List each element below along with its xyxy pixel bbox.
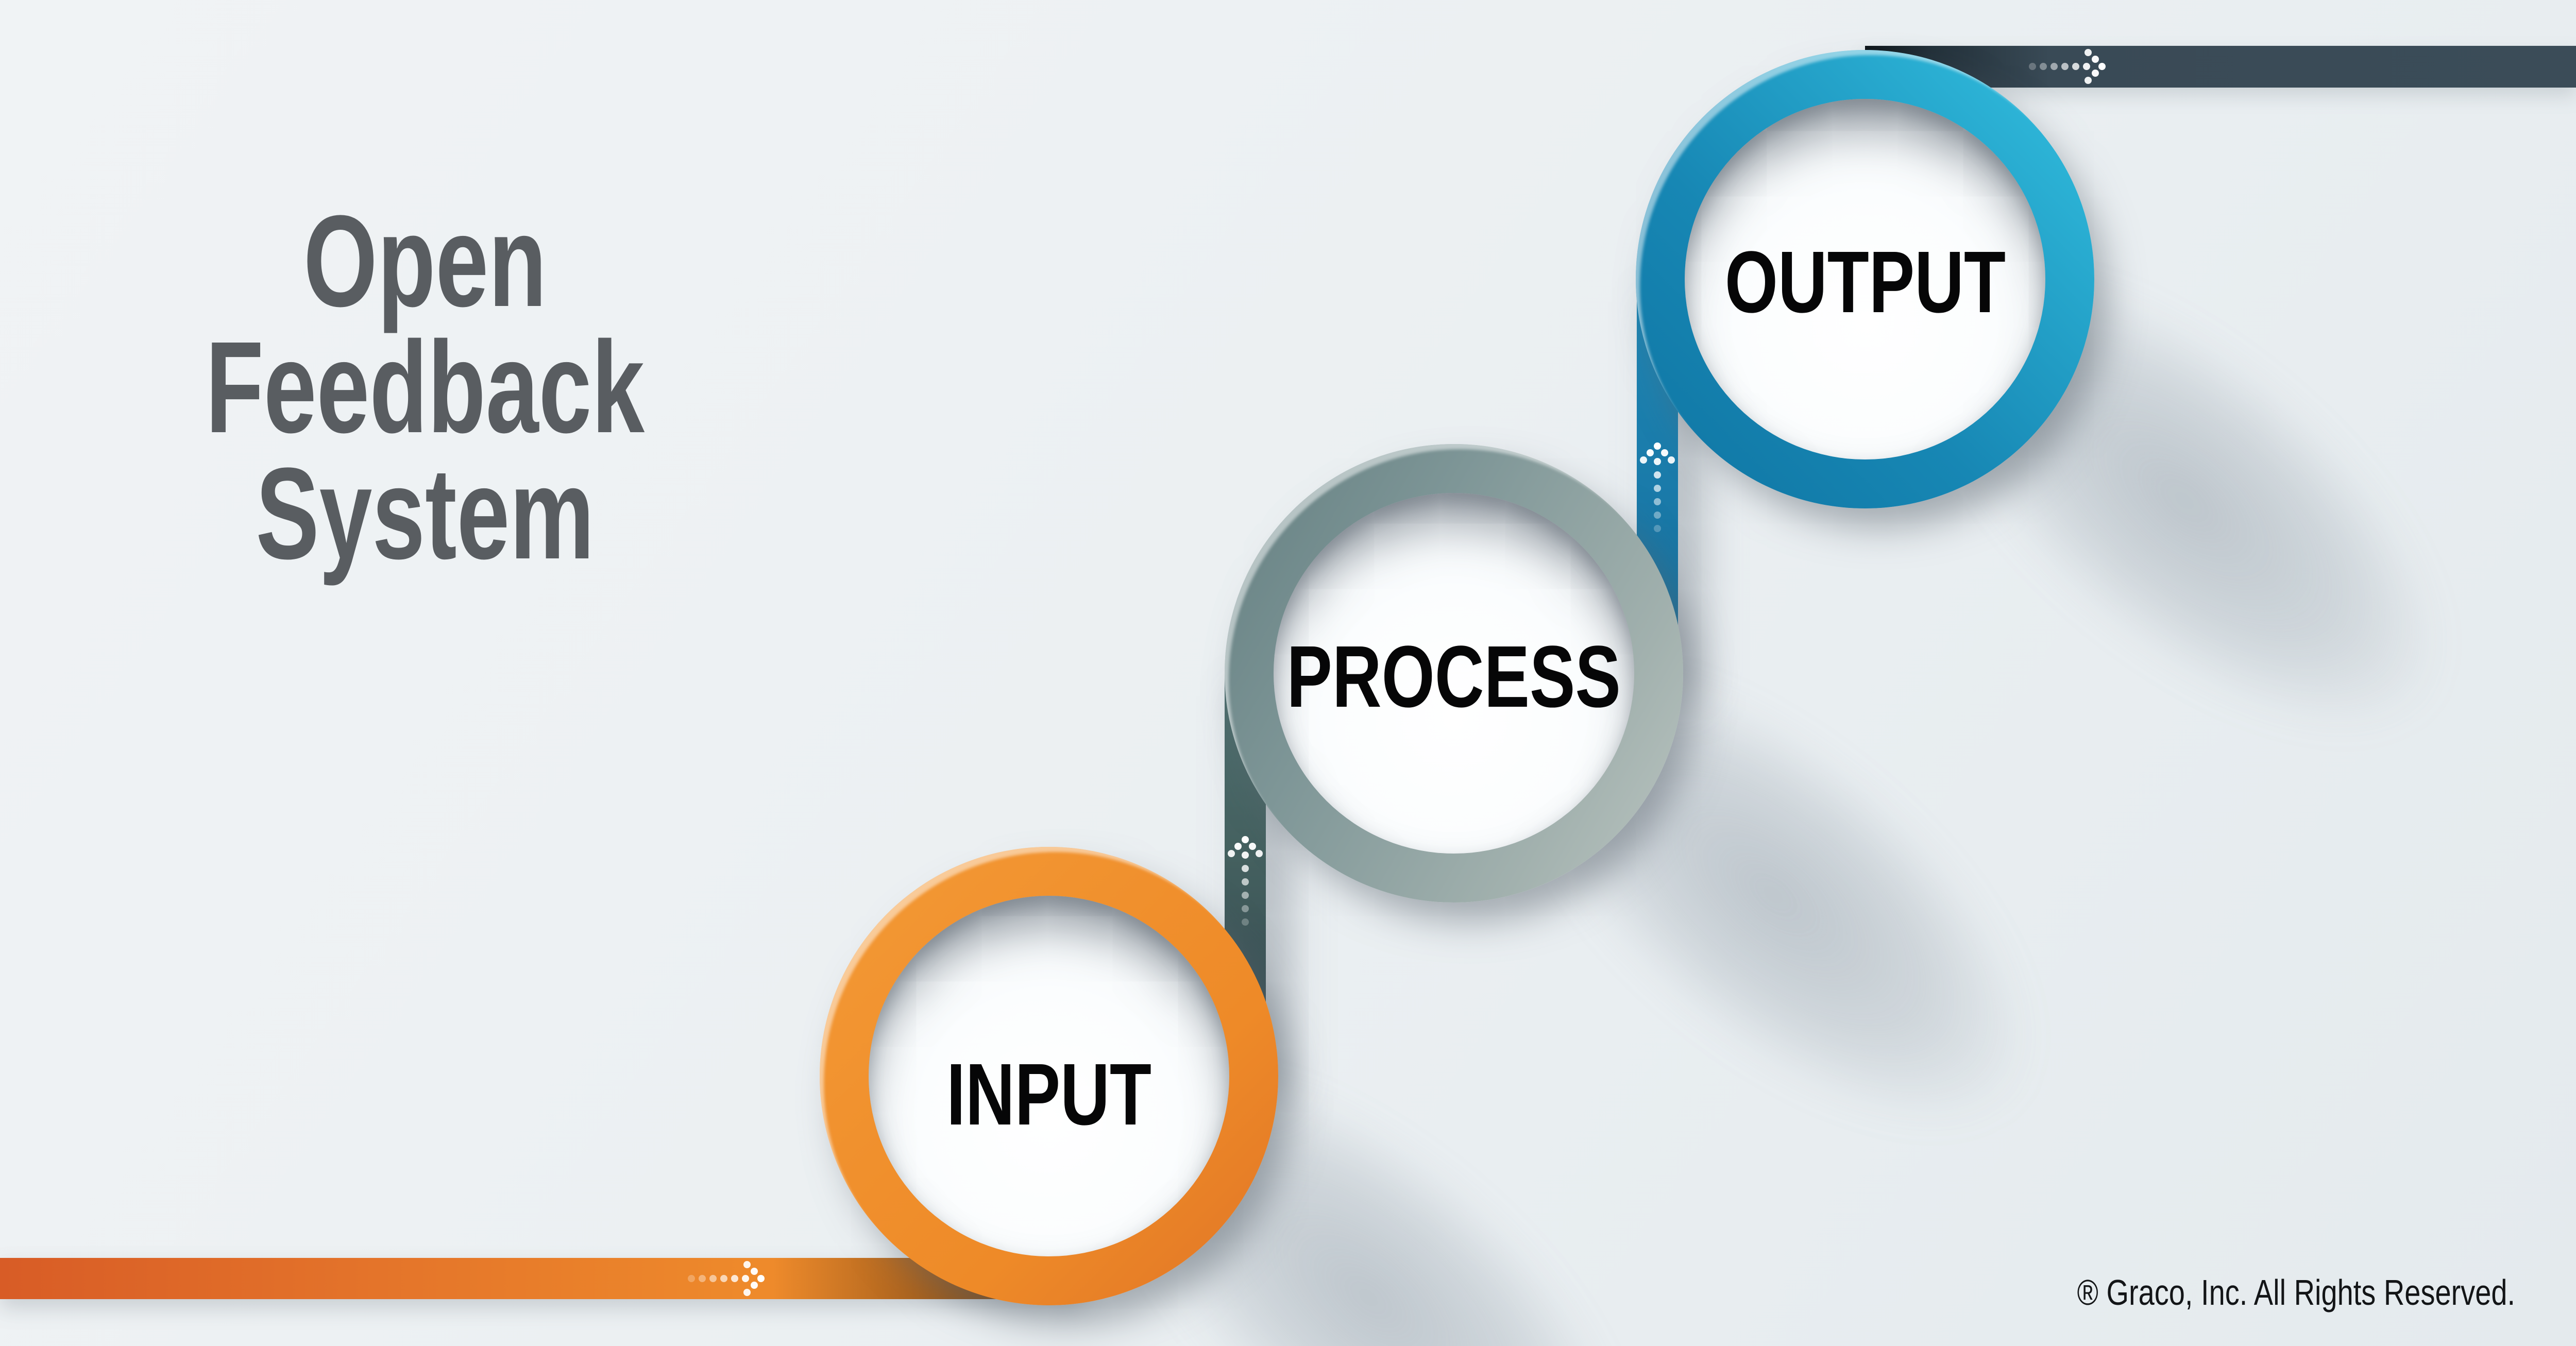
dotted-arrow-up-icon (1228, 836, 1263, 926)
process-label: PROCESS (1286, 628, 1621, 726)
dotted-arrow-up-icon (1640, 442, 1675, 532)
process-disk: PROCESS (1274, 493, 1634, 854)
dotted-arrow-right-icon (2029, 49, 2106, 84)
output-disk: OUTPUT (1685, 99, 2045, 459)
page-title-line: System (256, 440, 595, 586)
page-title-line: Open (303, 188, 547, 334)
dotted-arrow-right-icon (688, 1261, 765, 1296)
output-top-ribbon (1865, 46, 2576, 88)
input-disk: INPUT (869, 896, 1229, 1256)
copyright-notice: ® Graco, Inc. All Rights Reserved. (2077, 1272, 2515, 1313)
page-title: Open Feedback System (199, 188, 651, 586)
input-step-circle: INPUT (820, 847, 1278, 1305)
input-bottom-ribbon (0, 1258, 1082, 1299)
output-label: OUTPUT (1724, 233, 2006, 331)
output-step-circle: OUTPUT (1636, 50, 2094, 508)
input-label: INPUT (946, 1046, 1151, 1144)
page-title-line: Feedback (205, 314, 645, 460)
process-step-circle: PROCESS (1225, 444, 1683, 902)
